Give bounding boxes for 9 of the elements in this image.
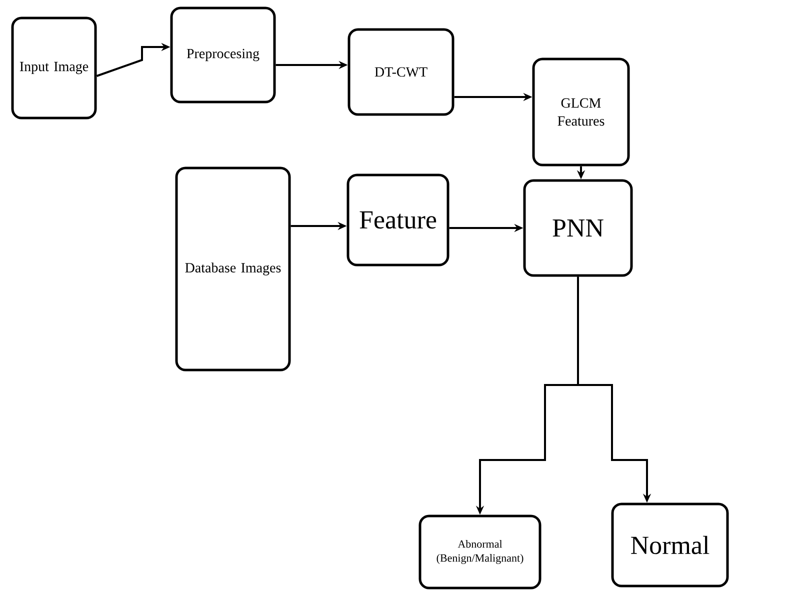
process-box: Abnormal (Benign/Malignant) (418, 514, 542, 590)
process-box: PNN (523, 179, 633, 277)
process-box: Input Image (11, 16, 97, 120)
process-box: Feature (346, 174, 450, 266)
process-box: Database Images (175, 166, 291, 372)
process-box: Preprocesing (170, 6, 276, 104)
process-box: DT-CWT (348, 28, 454, 116)
process-box: Normal (611, 502, 729, 588)
process-box: GLCM Features (532, 58, 630, 166)
